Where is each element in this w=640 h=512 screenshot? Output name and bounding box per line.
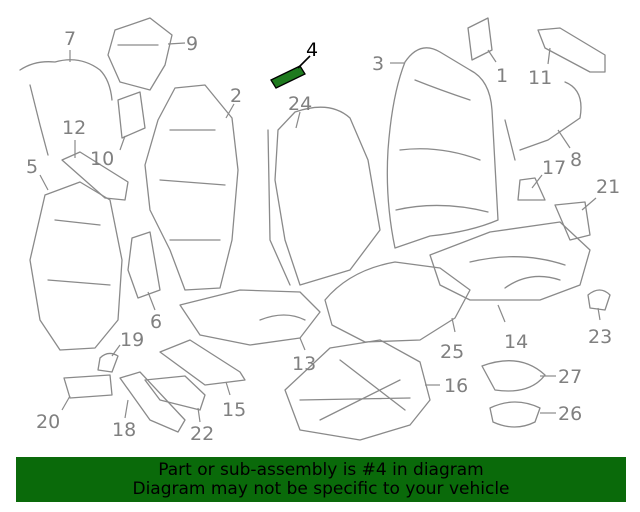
- leader-2: [225, 103, 235, 119]
- part-1-insert[interactable]: [467, 17, 493, 61]
- leader-17: [531, 174, 543, 189]
- leader-10: [119, 135, 126, 151]
- label-25: 25: [440, 341, 464, 363]
- label-5: 5: [26, 156, 38, 178]
- part-21-cover[interactable]: [554, 201, 591, 241]
- leader-11: [547, 47, 551, 65]
- label-21: 21: [596, 176, 620, 198]
- part-20-trim[interactable]: [63, 374, 113, 399]
- label-11: 11: [528, 67, 552, 89]
- label-16: 16: [444, 375, 468, 397]
- leader-6: [147, 291, 156, 311]
- leader-1: [487, 49, 497, 63]
- part-3-backrest[interactable]: [386, 47, 499, 249]
- part-22-trim[interactable]: [144, 375, 206, 411]
- label-7: 7: [64, 28, 76, 50]
- label-26: 26: [558, 403, 582, 425]
- label-13: 13: [292, 353, 316, 375]
- part-14-cushion[interactable]: [429, 221, 591, 301]
- leader-15: [225, 381, 231, 396]
- info-banner: Part or sub-assembly is #4 in diagram Di…: [16, 457, 626, 502]
- leader-21: [581, 197, 597, 211]
- part-18-trim[interactable]: [119, 371, 186, 433]
- label-6: 6: [150, 311, 162, 333]
- label-20: 20: [36, 411, 60, 433]
- label-24: 24: [288, 93, 312, 115]
- part-23-cap[interactable]: [587, 289, 611, 311]
- part-6-switch[interactable]: [127, 231, 161, 299]
- leader-8: [557, 129, 571, 149]
- part-16-seat-frame[interactable]: [284, 339, 431, 441]
- label-10: 10: [90, 148, 114, 170]
- part-25-cushion-pad[interactable]: [324, 261, 471, 343]
- leader-9: [167, 42, 186, 45]
- label-9: 9: [186, 33, 198, 55]
- leader-23: [597, 307, 601, 321]
- leader-22: [197, 407, 201, 423]
- label-19: 19: [120, 329, 144, 351]
- part-15-trim[interactable]: [159, 339, 246, 386]
- part-8-harness[interactable]: [504, 81, 582, 161]
- part-7-wiring[interactable]: [19, 59, 113, 156]
- part-12-bracket[interactable]: [61, 151, 129, 201]
- part-17-clip[interactable]: [517, 177, 546, 201]
- part-26-foam[interactable]: [489, 401, 541, 428]
- part-5-side-frame[interactable]: [29, 181, 123, 351]
- leader-14: [497, 304, 506, 323]
- label-12: 12: [62, 117, 86, 139]
- label-18: 18: [112, 419, 136, 441]
- part-27-pad[interactable]: [481, 360, 546, 392]
- part-2-backrest-frame[interactable]: [144, 84, 239, 291]
- leader-18: [124, 399, 129, 419]
- leader-24: [295, 111, 301, 129]
- part-24-backrest-pad[interactable]: [267, 106, 381, 286]
- label-4: 4: [306, 39, 318, 61]
- leader-5: [39, 174, 49, 191]
- banner-line-1: Part or sub-assembly is #4 in diagram: [158, 459, 484, 480]
- part-9-adjuster[interactable]: [107, 17, 173, 91]
- part-4-highlighted[interactable]: [270, 65, 306, 89]
- leader-25: [451, 317, 456, 333]
- label-15: 15: [222, 399, 246, 421]
- leader-19: [111, 344, 121, 357]
- parts-diagram: 1 2 3 4 5 6 7 8 9 10 11 12 13 14 15 16 1…: [19, 17, 620, 445]
- leader-13: [299, 337, 306, 351]
- label-14: 14: [504, 331, 528, 353]
- label-17: 17: [542, 157, 566, 179]
- part-11-rail[interactable]: [537, 27, 606, 73]
- banner-line-2: Diagram may not be specific to your vehi…: [132, 478, 510, 499]
- label-22: 22: [190, 423, 214, 445]
- label-27: 27: [558, 366, 582, 388]
- label-8: 8: [570, 149, 582, 171]
- part-13-cushion-base[interactable]: [179, 289, 321, 346]
- label-3: 3: [372, 53, 384, 75]
- part-10-module[interactable]: [117, 91, 146, 139]
- label-2: 2: [230, 85, 242, 107]
- part-19-knob[interactable]: [97, 352, 119, 373]
- label-23: 23: [588, 326, 612, 348]
- leader-4: [297, 55, 311, 69]
- label-1: 1: [496, 65, 508, 87]
- leader-20: [61, 395, 71, 411]
